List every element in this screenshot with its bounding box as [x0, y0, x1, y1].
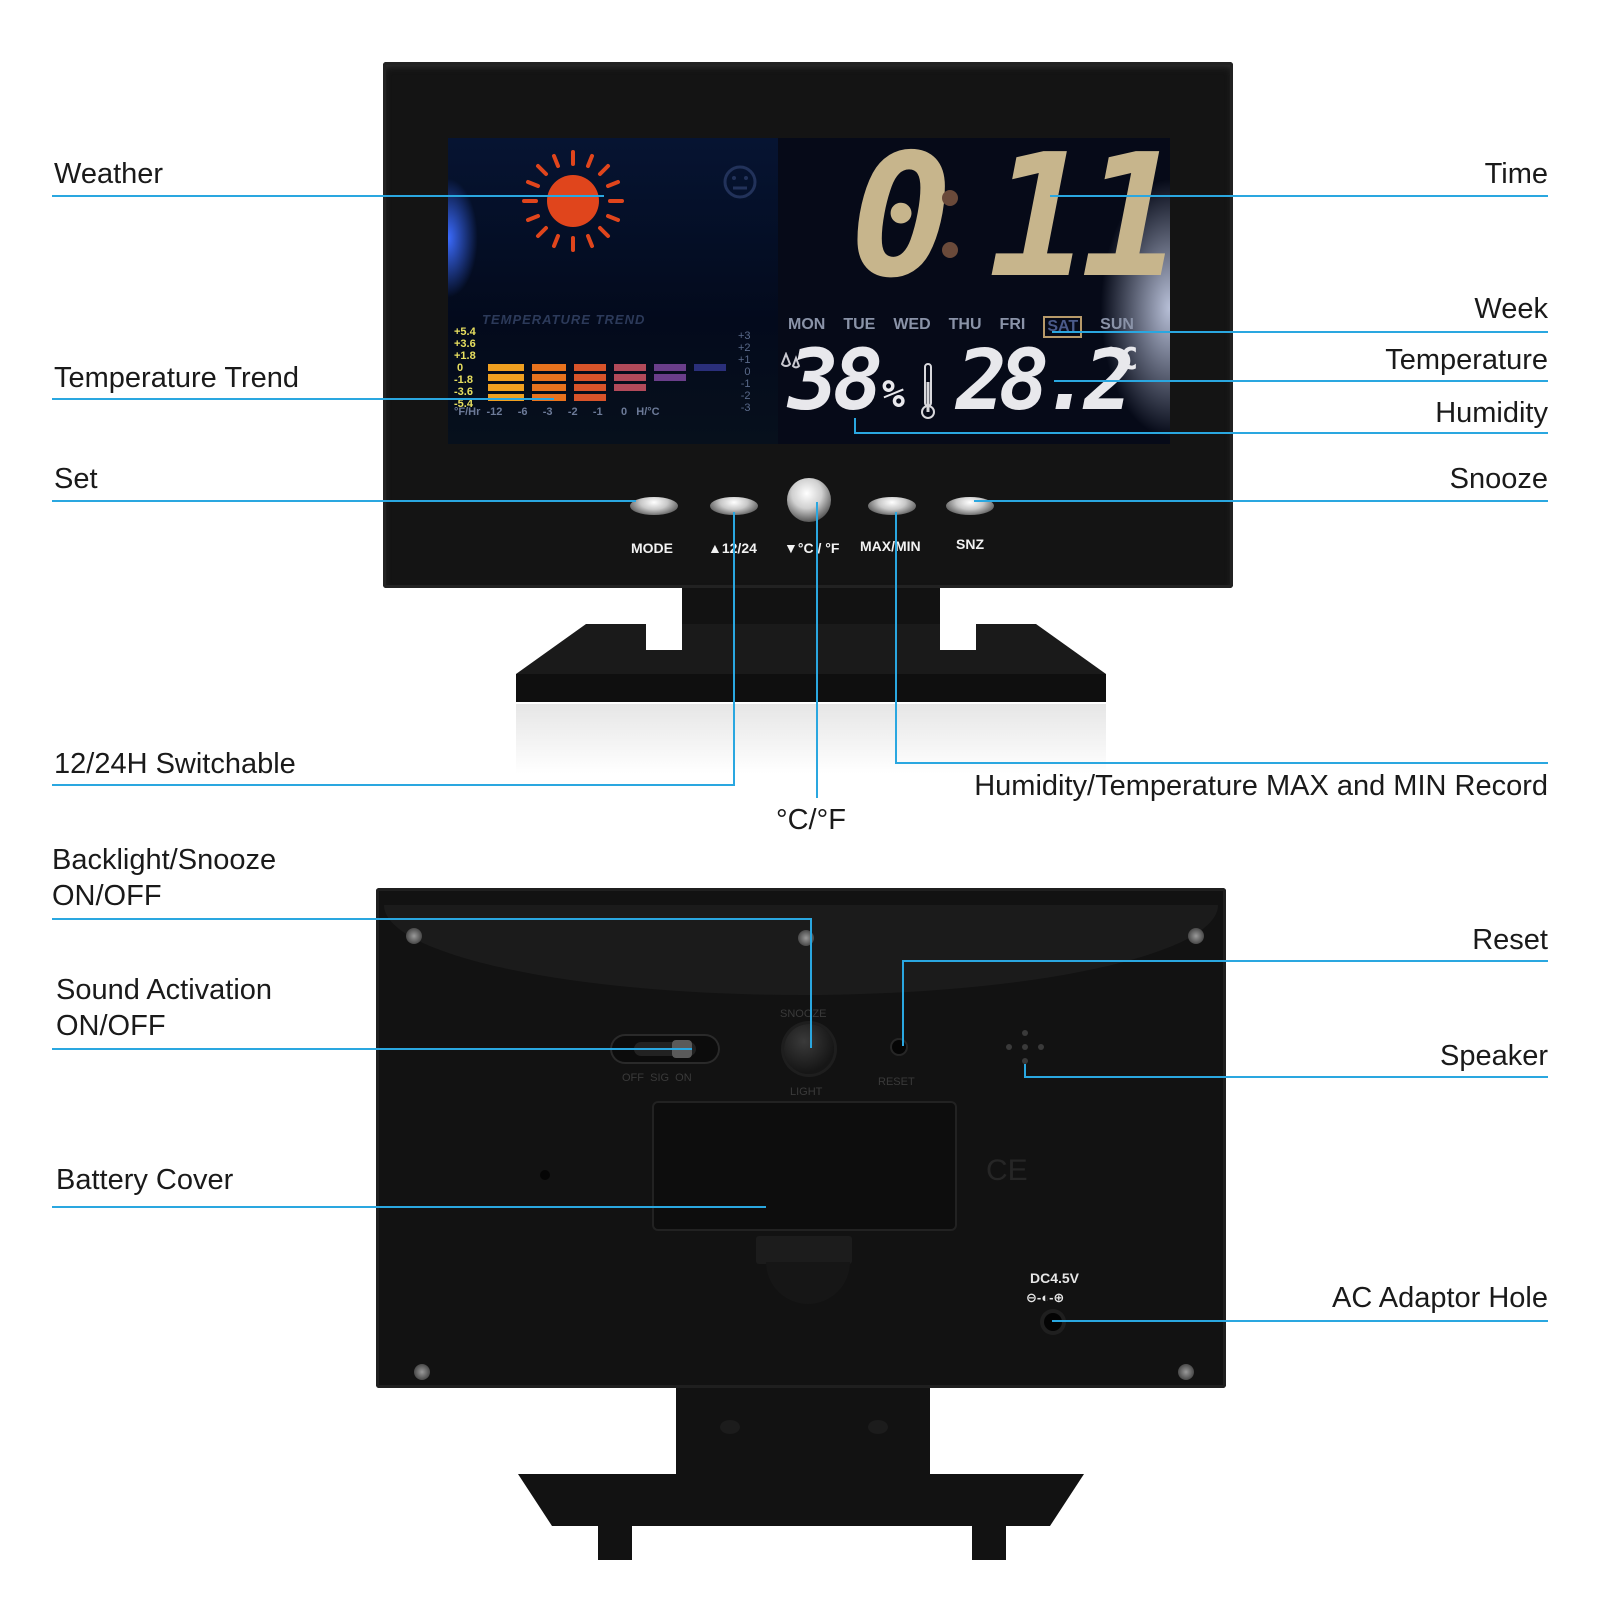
screw-icon [414, 1364, 430, 1380]
thermometer-icon [921, 363, 935, 419]
callout-reset-line [902, 960, 1548, 962]
ce-mark: CE [986, 1154, 1028, 1187]
label-backlight-snooze: Backlight/Snooze ON/OFF [52, 844, 277, 912]
dc-polarity-symbol: ⊖-◐-⊕ [1026, 1290, 1065, 1305]
front-stand-base [516, 624, 1106, 702]
battery-latch[interactable] [756, 1236, 852, 1264]
label-snooze: Snooze [1449, 463, 1548, 495]
screw-icon [1178, 1364, 1194, 1380]
ac-adaptor-jack[interactable] [1044, 1313, 1062, 1331]
callout-humidity-line [854, 432, 1548, 434]
humidity-drop-icon [780, 352, 801, 369]
label-12-24: 12/24H Switchable [54, 748, 296, 780]
label-temperature-trend: Temperature Trend [54, 362, 300, 394]
light-embossed-label: LIGHT [790, 1086, 823, 1098]
snooze-embossed-label: SNOOZE [780, 1008, 827, 1020]
callout-time-line [1050, 195, 1548, 197]
label-humidity: Humidity [1435, 397, 1548, 429]
switch-embossed-label: OFF SIG ON [622, 1072, 692, 1084]
weekday-row: MON TUE WED THU FRI SAT SUN [788, 316, 1148, 338]
time-minutes: 11 [988, 138, 1170, 316]
humidity-value: 38 [788, 331, 883, 429]
celsius-fahrenheit-label: ▼°C / °F [784, 540, 840, 556]
comfort-face-icon [723, 165, 757, 199]
callout-weather-line [52, 195, 604, 197]
dc-voltage-label: DC4.5V [1030, 1270, 1080, 1286]
back-stand-neck [676, 1388, 930, 1488]
weekday-tue: TUE [843, 316, 876, 333]
label-weather: Weather [54, 158, 164, 190]
trend-caption: TEMPERATURE TREND [482, 312, 646, 327]
12-24-label: ▲12/24 [708, 540, 757, 556]
backlight-snooze-button[interactable] [784, 1024, 834, 1074]
screen-glow-right [1100, 178, 1170, 438]
temperature-unit: °C [1102, 342, 1139, 377]
label-week: Week [1474, 293, 1548, 325]
label-speaker: Speaker [1439, 1040, 1548, 1072]
weekday-fri: FRI [999, 316, 1026, 333]
label-reset: Reset [1472, 924, 1548, 956]
callout-12-24-line [52, 784, 735, 786]
back-stand-base [518, 1474, 1084, 1560]
callout-snooze-line [974, 500, 1548, 502]
weekday-mon: MON [788, 316, 826, 333]
weather-panel [448, 138, 778, 444]
weekday-thu: THU [948, 316, 982, 333]
trend-scale-right: +3 +2 +1 0 -1 -2 -3 [738, 330, 751, 414]
callout-humidity-line [854, 418, 856, 432]
screw-icon [406, 928, 422, 944]
callout-battery-line [52, 1206, 766, 1208]
weekday-sun: SUN [1100, 316, 1134, 333]
max-min-label: MAX/MIN [860, 538, 921, 554]
label-battery-cover: Battery Cover [56, 1164, 234, 1196]
screw-icon [1188, 928, 1204, 944]
screen-glow-left [448, 178, 478, 298]
label-sound-activation: Sound Activation ON/OFF [56, 974, 273, 1042]
celsius-fahrenheit-button[interactable] [787, 478, 831, 522]
time-hours: 0 [850, 138, 953, 316]
reset-embossed-label: RESET [878, 1076, 915, 1088]
time-colon [942, 242, 958, 258]
stand-hole [720, 1420, 740, 1434]
label-set: Set [54, 463, 98, 495]
snooze-label: SNZ [956, 536, 984, 552]
label-max-min: Humidity/Temperature MAX and MIN Record [974, 770, 1548, 802]
callout-12-24-line [733, 512, 735, 786]
callout-backlight-line [52, 918, 812, 920]
mode-button[interactable] [630, 497, 678, 515]
label-celsius-fahrenheit: °C/°F [776, 804, 846, 836]
mount-hole [540, 1170, 550, 1180]
weekday-wed: WED [893, 316, 931, 333]
sun-icon [522, 150, 624, 252]
time-colon [942, 190, 958, 206]
callout-temp-trend-line [52, 398, 554, 400]
trend-axis: °F/Hr -12 -6 -3 -2 -1 0 H/°C [454, 406, 660, 418]
callout-week-line [1052, 331, 1548, 333]
callout-temperature-line [1054, 380, 1548, 382]
callout-cf-line [816, 502, 818, 798]
callout-backlight-line [810, 918, 812, 1048]
stand-hole [868, 1420, 888, 1434]
lcd-screen: TEMPERATURE TREND +5.4 +3.6 +1.8 0 -1.8 … [448, 138, 1170, 444]
trend-scale-left: +5.4 +3.6 +1.8 0 -1.8 -3.6 -5.4 [454, 326, 476, 410]
label-ac-adaptor: AC Adaptor Hole [1331, 1282, 1548, 1314]
label-time: Time [1484, 158, 1548, 190]
callout-set-line [52, 500, 636, 502]
callout-sound-line [52, 1048, 692, 1050]
weekday-sat: SAT [1043, 316, 1083, 338]
12-24-button[interactable] [710, 497, 758, 515]
mode-label: MODE [631, 540, 673, 556]
humidity-unit: % [882, 372, 905, 416]
callout-speaker-line [1024, 1064, 1026, 1078]
label-temperature: Temperature [1385, 344, 1548, 376]
callout-maxmin-line [895, 762, 1548, 764]
max-min-button[interactable] [868, 497, 916, 515]
callout-maxmin-line [895, 512, 897, 764]
battery-cover[interactable] [652, 1101, 957, 1231]
callout-ac-line [1052, 1320, 1548, 1322]
callout-reset-line [902, 960, 904, 1046]
callout-speaker-line [1024, 1076, 1548, 1078]
